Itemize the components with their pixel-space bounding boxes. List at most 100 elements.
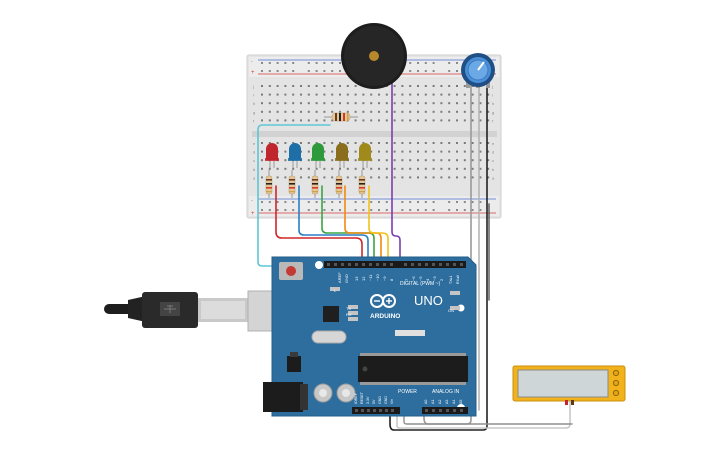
row-letter-left: c xyxy=(253,158,255,163)
header-pin[interactable] xyxy=(425,263,428,266)
header-pin[interactable] xyxy=(327,263,330,266)
header-pin[interactable] xyxy=(432,409,435,412)
gnd-label: GND xyxy=(344,274,349,283)
potentiometer-icon[interactable] xyxy=(461,53,495,88)
wire-yellow[interactable] xyxy=(368,185,389,269)
led[interactable] xyxy=(335,143,349,168)
header-pin[interactable] xyxy=(453,409,456,412)
header-pin[interactable] xyxy=(446,409,449,412)
rx-label: RX xyxy=(346,312,352,317)
arduino-uno-board[interactable]: ARDUINO UNO DIGITAL (PWM ~) AREF GND TX … xyxy=(263,256,477,417)
pin-5-label: ~5 xyxy=(418,276,423,281)
header-pin[interactable] xyxy=(453,263,456,266)
usb-cable-icon[interactable] xyxy=(104,290,301,332)
row-letter-left: i xyxy=(253,93,254,98)
pin-a1-label: A1 xyxy=(431,400,435,404)
lcd-display-icon[interactable] xyxy=(512,365,626,405)
header-pin[interactable] xyxy=(418,263,421,266)
arduino-logo-icon xyxy=(370,294,396,308)
header-pin[interactable] xyxy=(367,409,370,412)
pin-0-label: RX◂0 xyxy=(456,275,460,284)
pin-11-label: ~11 xyxy=(368,274,373,281)
pin-a3-label: A3 xyxy=(445,400,449,404)
wire-blue[interactable] xyxy=(298,185,369,269)
pin-gnd1-label: GND xyxy=(378,396,382,404)
led-resistor[interactable] xyxy=(265,170,273,198)
header-pin[interactable] xyxy=(460,409,463,412)
header-pin[interactable] xyxy=(355,409,358,412)
led[interactable] xyxy=(288,143,302,168)
wire-lcd-gray[interactable] xyxy=(403,407,573,425)
on-label: ON xyxy=(448,308,454,313)
pin-a4-label: A4 xyxy=(452,400,456,404)
led[interactable] xyxy=(358,143,372,168)
header-pin[interactable] xyxy=(432,263,435,266)
led-resistor[interactable] xyxy=(311,170,319,198)
pin-gnd2-label: GND xyxy=(384,396,388,404)
header-pin[interactable] xyxy=(425,409,428,412)
tx-label: TX xyxy=(346,306,351,311)
pin-3-label: ~3 xyxy=(432,276,437,281)
header-pin[interactable] xyxy=(369,263,372,266)
rail-plus-label-bottom: + xyxy=(251,211,255,217)
header-pin[interactable] xyxy=(361,409,364,412)
led[interactable] xyxy=(265,143,279,168)
header-pin[interactable] xyxy=(376,263,379,266)
digital-label: DIGITAL (PWM ~) xyxy=(400,281,440,287)
pin-2-label: 2 xyxy=(439,278,444,281)
led-resistors[interactable] xyxy=(265,170,366,198)
wire-lcd-white[interactable] xyxy=(396,401,571,429)
pin-8-label: 8 xyxy=(389,278,394,281)
digital-header[interactable] xyxy=(324,261,466,268)
header-pin[interactable] xyxy=(391,409,394,412)
analog-header[interactable] xyxy=(422,407,468,414)
header-pins[interactable] xyxy=(327,263,463,412)
header-pin[interactable] xyxy=(385,409,388,412)
row-letter-left: h xyxy=(253,101,255,106)
wire-purple[interactable] xyxy=(391,81,401,269)
header-pin[interactable] xyxy=(362,263,365,266)
brand-label: ARDUINO xyxy=(370,313,400,320)
row-letter-left: g xyxy=(253,110,255,115)
row-letter-right: h xyxy=(492,101,494,106)
header-pin[interactable] xyxy=(404,263,407,266)
pin-12-label: 12 xyxy=(361,276,366,281)
header-pin[interactable] xyxy=(439,409,442,412)
wires[interactable] xyxy=(257,81,573,431)
pin-4-label: 4 xyxy=(425,278,430,281)
reset-button[interactable] xyxy=(286,266,296,276)
header-pin[interactable] xyxy=(383,263,386,266)
row-letter-left: b xyxy=(253,167,256,172)
row-letter-right: f xyxy=(492,118,494,123)
resistor-top[interactable] xyxy=(324,112,358,122)
header-pin[interactable] xyxy=(334,263,337,266)
header-pin[interactable] xyxy=(390,263,393,266)
header-pin[interactable] xyxy=(439,263,442,266)
header-pin[interactable] xyxy=(446,263,449,266)
wire-cyan[interactable] xyxy=(257,124,331,267)
header-pin[interactable] xyxy=(341,263,344,266)
led[interactable] xyxy=(311,143,325,168)
pin-vin-label: Vin xyxy=(390,399,394,404)
led-resistor[interactable] xyxy=(335,170,343,198)
header-pin[interactable] xyxy=(460,263,463,266)
pin-ioref-label: IOREF xyxy=(354,392,358,404)
leds[interactable] xyxy=(265,143,372,168)
led-resistor[interactable] xyxy=(358,170,366,198)
header-pin[interactable] xyxy=(348,263,351,266)
power-label: POWER xyxy=(398,389,417,395)
header-pin[interactable] xyxy=(411,263,414,266)
row-letter-right: i xyxy=(492,93,493,98)
led-resistor[interactable] xyxy=(288,170,296,198)
wire-red[interactable] xyxy=(275,185,363,269)
header-pin[interactable] xyxy=(379,409,382,412)
row-letter-right: b xyxy=(492,167,495,172)
pin-13-label: 13 xyxy=(354,276,359,281)
header-pin[interactable] xyxy=(355,263,358,266)
wire-orange[interactable] xyxy=(344,185,382,269)
header-pin[interactable] xyxy=(373,409,376,412)
piezo-buzzer-icon[interactable] xyxy=(341,23,407,89)
rail-plus-label: + xyxy=(251,70,255,76)
